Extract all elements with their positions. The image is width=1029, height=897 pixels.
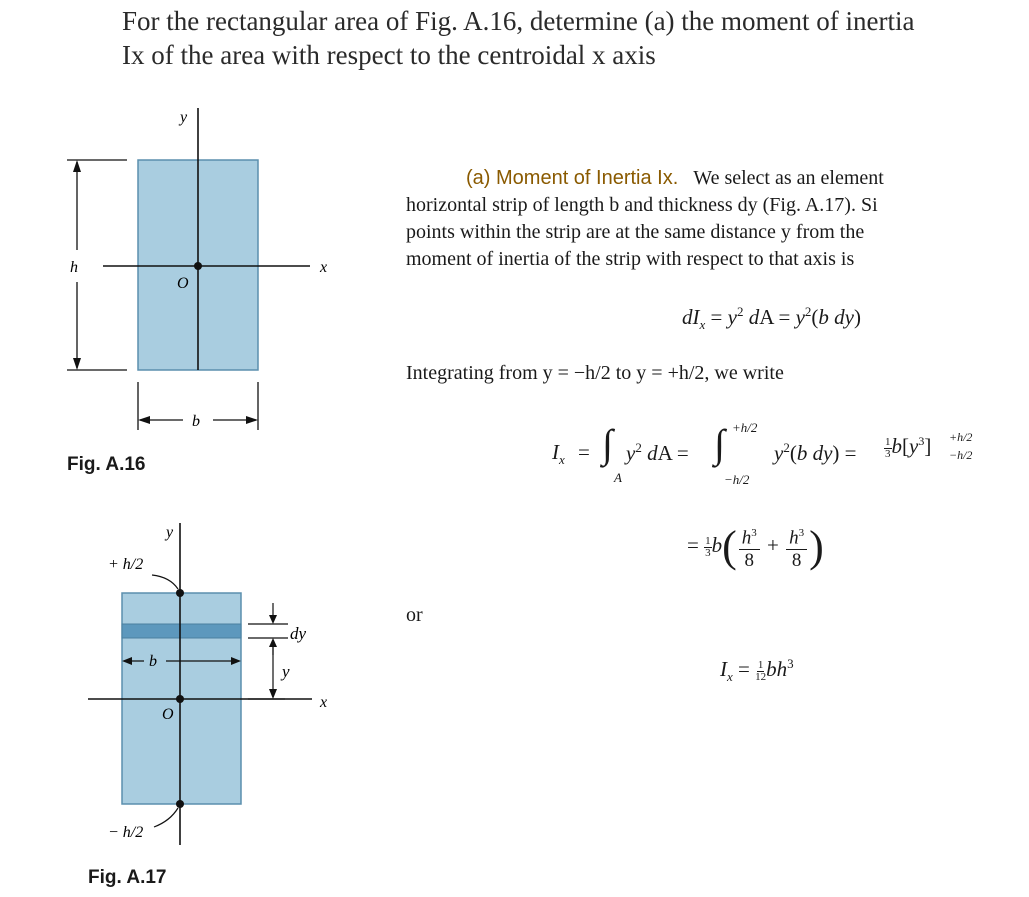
origin-label: O (162, 706, 174, 723)
figure-a16: y x O h b (67, 108, 327, 430)
or-text: or (406, 604, 423, 626)
problem-statement: For the rectangular area of Fig. A.16, d… (122, 4, 1029, 72)
horizontal-strip (121, 623, 242, 639)
top-leader (151, 574, 179, 590)
h-arrow-up (73, 160, 81, 172)
bottom-point (176, 800, 184, 808)
solution-line-2: horizontal strip of length b and thickne… (406, 194, 878, 216)
dy-arrow-bottom (269, 638, 277, 647)
figure-a17: y x O + h/2 − h/2 dy y b (88, 523, 327, 845)
top-label: + h/2 (108, 556, 143, 573)
fig-a17-caption: Fig. A.17 (88, 867, 167, 888)
x-axis-label: x (319, 694, 327, 711)
problem-line-1: For the rectangular area of Fig. A.16, d… (122, 6, 915, 36)
h-label: h (70, 259, 78, 276)
b-label: b (192, 413, 200, 430)
b-arrow-left (122, 657, 132, 665)
solution-text: (a) Moment of Inertia Ix. We select as a… (406, 165, 1029, 273)
dy-arrow-top (269, 615, 277, 624)
equation-integral: Ix = ∫ A y2 dA = ∫ +h/2 −h/2 y2(b dy) = … (552, 420, 973, 487)
y-dim-label: y (280, 662, 290, 681)
solution-line-4: moment of inertia of the strip with resp… (406, 248, 855, 270)
origin-point (194, 262, 202, 270)
equation-strip-moment: dIx = y2 dA = y2(b dy) (682, 304, 861, 333)
fig-a16-caption: Fig. A.16 (67, 454, 146, 475)
b-arrow-right (231, 657, 241, 665)
bottom-leader (153, 807, 179, 828)
solution-line-1: (a) Moment of Inertia Ix. We select as a… (406, 165, 1029, 192)
solution-line-3: points within the strip are at the same … (406, 221, 865, 243)
y-axis-label: y (164, 524, 174, 541)
problem-line-2: Ix of the area with respect to the centr… (122, 40, 656, 70)
y-dim-arrow (269, 689, 277, 699)
x-axis-label: x (319, 259, 327, 276)
top-point (176, 589, 184, 597)
b-arrow-left (138, 416, 150, 424)
b-arrow-right (246, 416, 258, 424)
bottom-label: − h/2 (108, 824, 143, 841)
dy-label: dy (290, 624, 307, 643)
h-arrow-down (73, 358, 81, 370)
b-label: b (149, 653, 157, 670)
integrating-text: Integrating from y = −h/2 to y = +h/2, w… (406, 362, 784, 384)
solution-heading: (a) Moment of Inertia Ix. (466, 167, 679, 189)
origin-point (176, 695, 184, 703)
origin-label: O (177, 275, 189, 292)
solution-intro: We select as an element (693, 167, 884, 189)
y-axis-label: y (178, 109, 188, 126)
